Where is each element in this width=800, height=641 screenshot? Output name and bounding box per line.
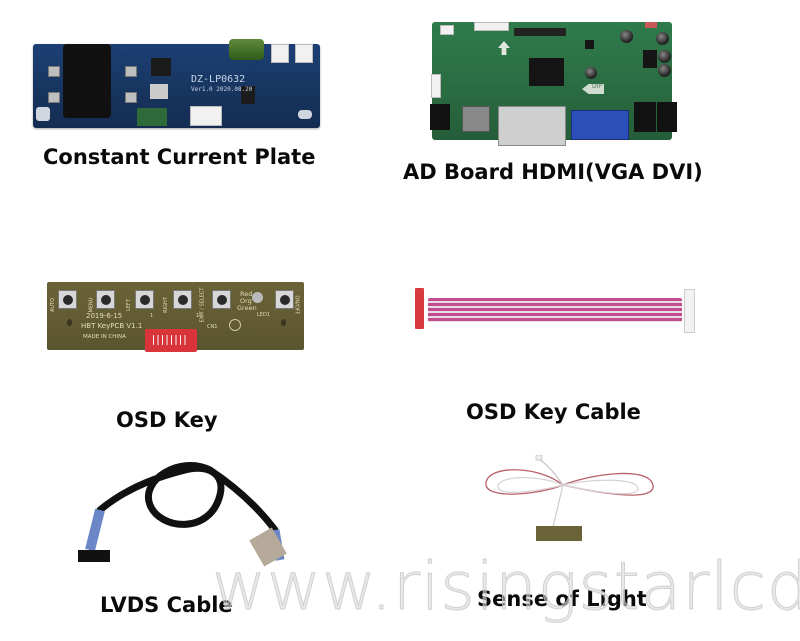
red-jumper — [645, 22, 657, 28]
audio-jack — [634, 102, 656, 132]
osd-button-menu — [96, 290, 115, 309]
transformer-pin — [48, 66, 60, 77]
dip-marking — [582, 84, 604, 94]
transformer — [63, 44, 111, 118]
caption-osd-key: OSD Key — [116, 408, 218, 432]
led-label-red: Red — [240, 290, 253, 298]
capacitor — [585, 67, 597, 79]
transformer-pin — [48, 92, 60, 103]
led-label-green: Green — [237, 304, 257, 312]
transformer-pin — [125, 92, 137, 103]
osd-button-right — [173, 290, 192, 309]
caption-light-sensor: Sense of Light — [477, 587, 647, 611]
connector — [440, 25, 454, 35]
osd-button-exit-select — [212, 290, 231, 309]
osd-button-onoff — [275, 290, 294, 309]
electrolytic-capacitor — [229, 39, 264, 60]
fuse-green — [137, 108, 167, 126]
osd-red-connector — [145, 329, 197, 352]
capacitor — [658, 50, 671, 63]
osd-label-left: LEFT — [125, 299, 132, 311]
ic-chip — [585, 40, 594, 49]
light-sensor-image — [485, 455, 654, 541]
osd-label-onoff: ON/OFF — [293, 295, 300, 315]
side-connector — [431, 74, 441, 98]
connector — [190, 106, 222, 126]
caption-lvds-cable: LVDS Cable — [100, 593, 233, 617]
lvds-cable-image — [78, 462, 287, 567]
osd-label-menu: MENU — [88, 297, 95, 313]
dc-power-jack — [430, 104, 450, 130]
mount-hole — [36, 107, 50, 121]
cable-connector-red — [415, 288, 424, 329]
connector — [295, 44, 313, 63]
connector-pins — [153, 335, 189, 345]
led-label-org: Org — [240, 297, 252, 305]
connector-pin-1: 1 — [150, 313, 154, 319]
vga-port — [571, 110, 629, 140]
pcb-origin: MADE IN CHINA — [83, 334, 126, 340]
pcb-model-text: DZ-LP0632 — [191, 74, 246, 85]
pcb-date: 2019-6-15 — [86, 312, 123, 320]
connector — [474, 22, 509, 31]
mount-hole — [298, 110, 312, 119]
transformer-pin — [125, 66, 137, 77]
connector-label: CN1 — [207, 324, 218, 330]
osd-label-auto: AUTO — [50, 297, 57, 313]
pcb-model: HBT KeyPCB V1.1 — [81, 322, 143, 330]
led-icon — [252, 292, 263, 303]
caption-osd-key-cable: OSD Key Cable — [466, 400, 641, 424]
osd-button-left — [135, 290, 154, 309]
constant-current-plate-image: DZ-LP0632 Ver1.0 2020.08.20 — [33, 39, 320, 128]
caption-ad-board: AD Board HDMI(VGA DVI) — [403, 160, 703, 184]
audio-jack — [657, 102, 677, 132]
watermark-url: www.risingstarlcd.com — [212, 548, 800, 626]
arrow-up-marking — [498, 41, 510, 55]
osd-key-cable-image — [428, 298, 682, 322]
caption-constant-current-plate: Constant Current Plate — [43, 145, 316, 169]
connector — [271, 44, 289, 63]
ic-chip — [643, 50, 657, 68]
mount-hole — [67, 319, 72, 326]
capacitor — [620, 30, 633, 43]
led-label-led1: LED1 — [257, 312, 270, 318]
ic-chip — [241, 86, 255, 104]
ad-board-image: DIP — [430, 22, 677, 146]
osd-label-right: RIGHT — [162, 297, 169, 313]
capacitor — [658, 64, 671, 77]
main-chip — [529, 58, 564, 86]
mount-hole — [281, 319, 286, 326]
connector-pin-10: 10 — [196, 313, 203, 319]
regulator-chip — [151, 58, 171, 76]
pcb-version-text: Ver1.0 2020.08.20 — [191, 86, 253, 93]
capacitor — [656, 32, 669, 45]
dvi-port — [498, 106, 566, 146]
dip-label: DIP — [592, 83, 603, 90]
logo-mark — [229, 319, 241, 331]
osd-button-auto — [58, 290, 77, 309]
cable-connector-white — [684, 289, 695, 333]
pin-header — [514, 28, 566, 36]
hdmi-port — [462, 106, 490, 132]
inductor — [150, 84, 168, 99]
